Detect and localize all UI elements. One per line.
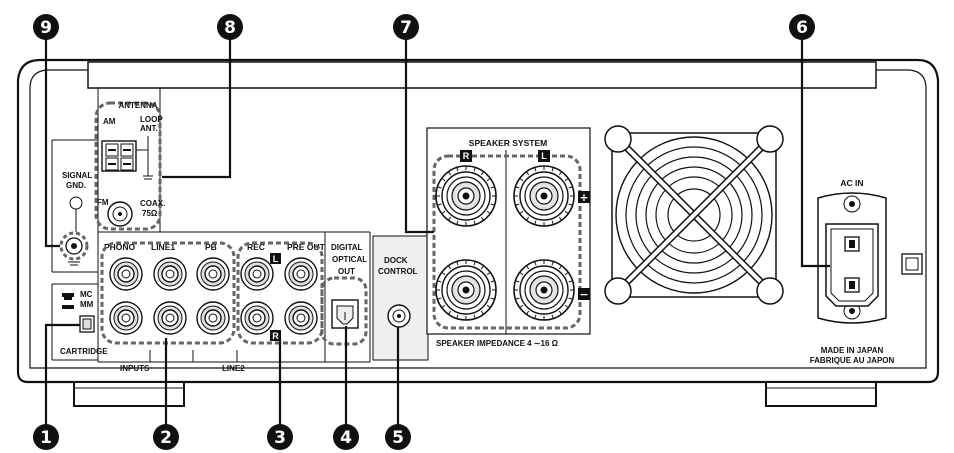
fm-label: FM bbox=[97, 198, 109, 207]
callout-9: 9 bbox=[33, 14, 59, 40]
l-badge: L bbox=[273, 254, 279, 264]
pre-out-r-jack[interactable] bbox=[284, 301, 318, 335]
pb-l-jack[interactable] bbox=[196, 257, 230, 291]
callout-6: 6 bbox=[789, 14, 815, 40]
line1-label: LINE1 bbox=[151, 242, 175, 252]
svg-text:6: 6 bbox=[796, 18, 808, 38]
signal-gnd-terminal[interactable] bbox=[59, 196, 89, 266]
speaker-l-minus-terminal[interactable] bbox=[513, 259, 575, 321]
optical-out-jack[interactable] bbox=[331, 299, 359, 329]
callout-leaders bbox=[44, 27, 830, 440]
rca-jacks bbox=[109, 257, 318, 335]
svg-text:4: 4 bbox=[340, 428, 352, 448]
speaker-l-badge: L bbox=[541, 151, 547, 161]
callout-3: 3 bbox=[267, 424, 293, 450]
am-label: AM bbox=[103, 117, 116, 126]
signal-gnd-label-2: GND. bbox=[66, 181, 86, 190]
antenna-label: ANTENNA bbox=[118, 101, 157, 110]
mc-label: MC bbox=[80, 290, 93, 299]
plus-sign: + bbox=[579, 191, 588, 204]
rca-section: PHONO LINE1 PB REC PRE OUT L R INPUTS LI… bbox=[100, 241, 326, 373]
loop-ant-label-2: ANT. bbox=[140, 124, 158, 133]
callout-2: 2 bbox=[153, 424, 179, 450]
rec-r-jack[interactable] bbox=[240, 301, 274, 335]
speaker-r-badge: R bbox=[463, 151, 470, 161]
optical-label: OPTICAL bbox=[332, 255, 367, 264]
line1-r-jack[interactable] bbox=[153, 301, 187, 335]
svg-text:7: 7 bbox=[400, 18, 412, 38]
ac-in-label: AC IN bbox=[840, 178, 863, 188]
rec-l-jack[interactable] bbox=[240, 257, 274, 291]
made-in-label-1: MADE IN JAPAN bbox=[821, 346, 884, 355]
mm-label: MM bbox=[80, 300, 94, 309]
line1-l-jack[interactable] bbox=[153, 257, 187, 291]
signal-gnd-label-1: SIGNAL bbox=[62, 171, 92, 180]
callout-5: 5 bbox=[385, 424, 411, 450]
speaker-section: SPEAKER SYSTEM R L + − SPEAKER IMPEDANCE… bbox=[426, 127, 591, 348]
antenna-section: ANTENNA AM LOOP ANT. FM COAX. 75Ω bbox=[94, 101, 165, 231]
pre-out-label: PRE OUT bbox=[287, 242, 326, 252]
inputs-label: INPUTS bbox=[120, 364, 150, 373]
dock-label: DOCK bbox=[384, 256, 408, 265]
svg-text:1: 1 bbox=[40, 428, 52, 448]
phono-label: PHONO bbox=[104, 242, 136, 252]
coax-label-2: 75Ω bbox=[142, 209, 158, 218]
optical-out-section: DIGITAL OPTICAL OUT bbox=[320, 243, 368, 346]
phono-r-jack[interactable] bbox=[109, 301, 143, 335]
cooling-fan bbox=[604, 125, 784, 305]
loop-ant-label-1: LOOP bbox=[140, 115, 163, 124]
speaker-l-plus-terminal[interactable] bbox=[513, 165, 575, 227]
callout-8: 8 bbox=[217, 14, 243, 40]
phono-l-jack[interactable] bbox=[109, 257, 143, 291]
callout-7: 7 bbox=[393, 14, 419, 40]
fm-coax-jack[interactable] bbox=[107, 201, 133, 227]
callouts: 9 8 7 6 1 2 3 4 5 bbox=[33, 14, 815, 450]
dock-control-section: DOCK CONTROL bbox=[372, 235, 429, 361]
dock-control-jack[interactable] bbox=[387, 304, 411, 328]
digital-label: DIGITAL bbox=[331, 243, 363, 252]
callout-1: 1 bbox=[33, 424, 59, 450]
svg-text:9: 9 bbox=[40, 18, 52, 38]
svg-text:3: 3 bbox=[274, 428, 286, 448]
speaker-system-label: SPEAKER SYSTEM bbox=[469, 138, 547, 148]
svg-text:2: 2 bbox=[160, 428, 172, 448]
out-label: OUT bbox=[338, 267, 355, 276]
signal-ground-section: SIGNAL GND. bbox=[59, 171, 92, 266]
svg-text:8: 8 bbox=[224, 18, 236, 38]
line2-label: LINE2 bbox=[222, 364, 245, 373]
cartridge-label: CARTRIDGE bbox=[60, 347, 108, 356]
pb-r-jack[interactable] bbox=[196, 301, 230, 335]
ac-inlet-section: AC IN MADE IN JAPAN FABRIQUE AU JAPON bbox=[810, 178, 923, 365]
made-in-label-2: FABRIQUE AU JAPON bbox=[810, 356, 895, 365]
speaker-r-plus-terminal[interactable] bbox=[435, 165, 497, 227]
ac-in-socket[interactable] bbox=[825, 223, 879, 307]
mc-mm-switch[interactable] bbox=[79, 315, 95, 333]
speaker-r-minus-terminal[interactable] bbox=[435, 259, 497, 321]
svg-text:5: 5 bbox=[392, 428, 404, 448]
rec-label: REC bbox=[247, 242, 265, 252]
callout-4: 4 bbox=[333, 424, 359, 450]
speaker-impedance-label: SPEAKER IMPEDANCE 4 ∼16 Ω bbox=[436, 339, 559, 348]
pb-label: PB bbox=[205, 242, 217, 252]
am-terminal[interactable] bbox=[101, 136, 153, 180]
minus-sign: − bbox=[579, 288, 588, 301]
pre-out-l-jack[interactable] bbox=[284, 257, 318, 291]
coax-label-1: COAX. bbox=[140, 199, 165, 208]
r-badge: R bbox=[272, 331, 279, 341]
control-label: CONTROL bbox=[378, 267, 418, 276]
speaker-posts bbox=[435, 165, 575, 321]
cartridge-section: MC MM CARTRIDGE bbox=[60, 290, 108, 356]
